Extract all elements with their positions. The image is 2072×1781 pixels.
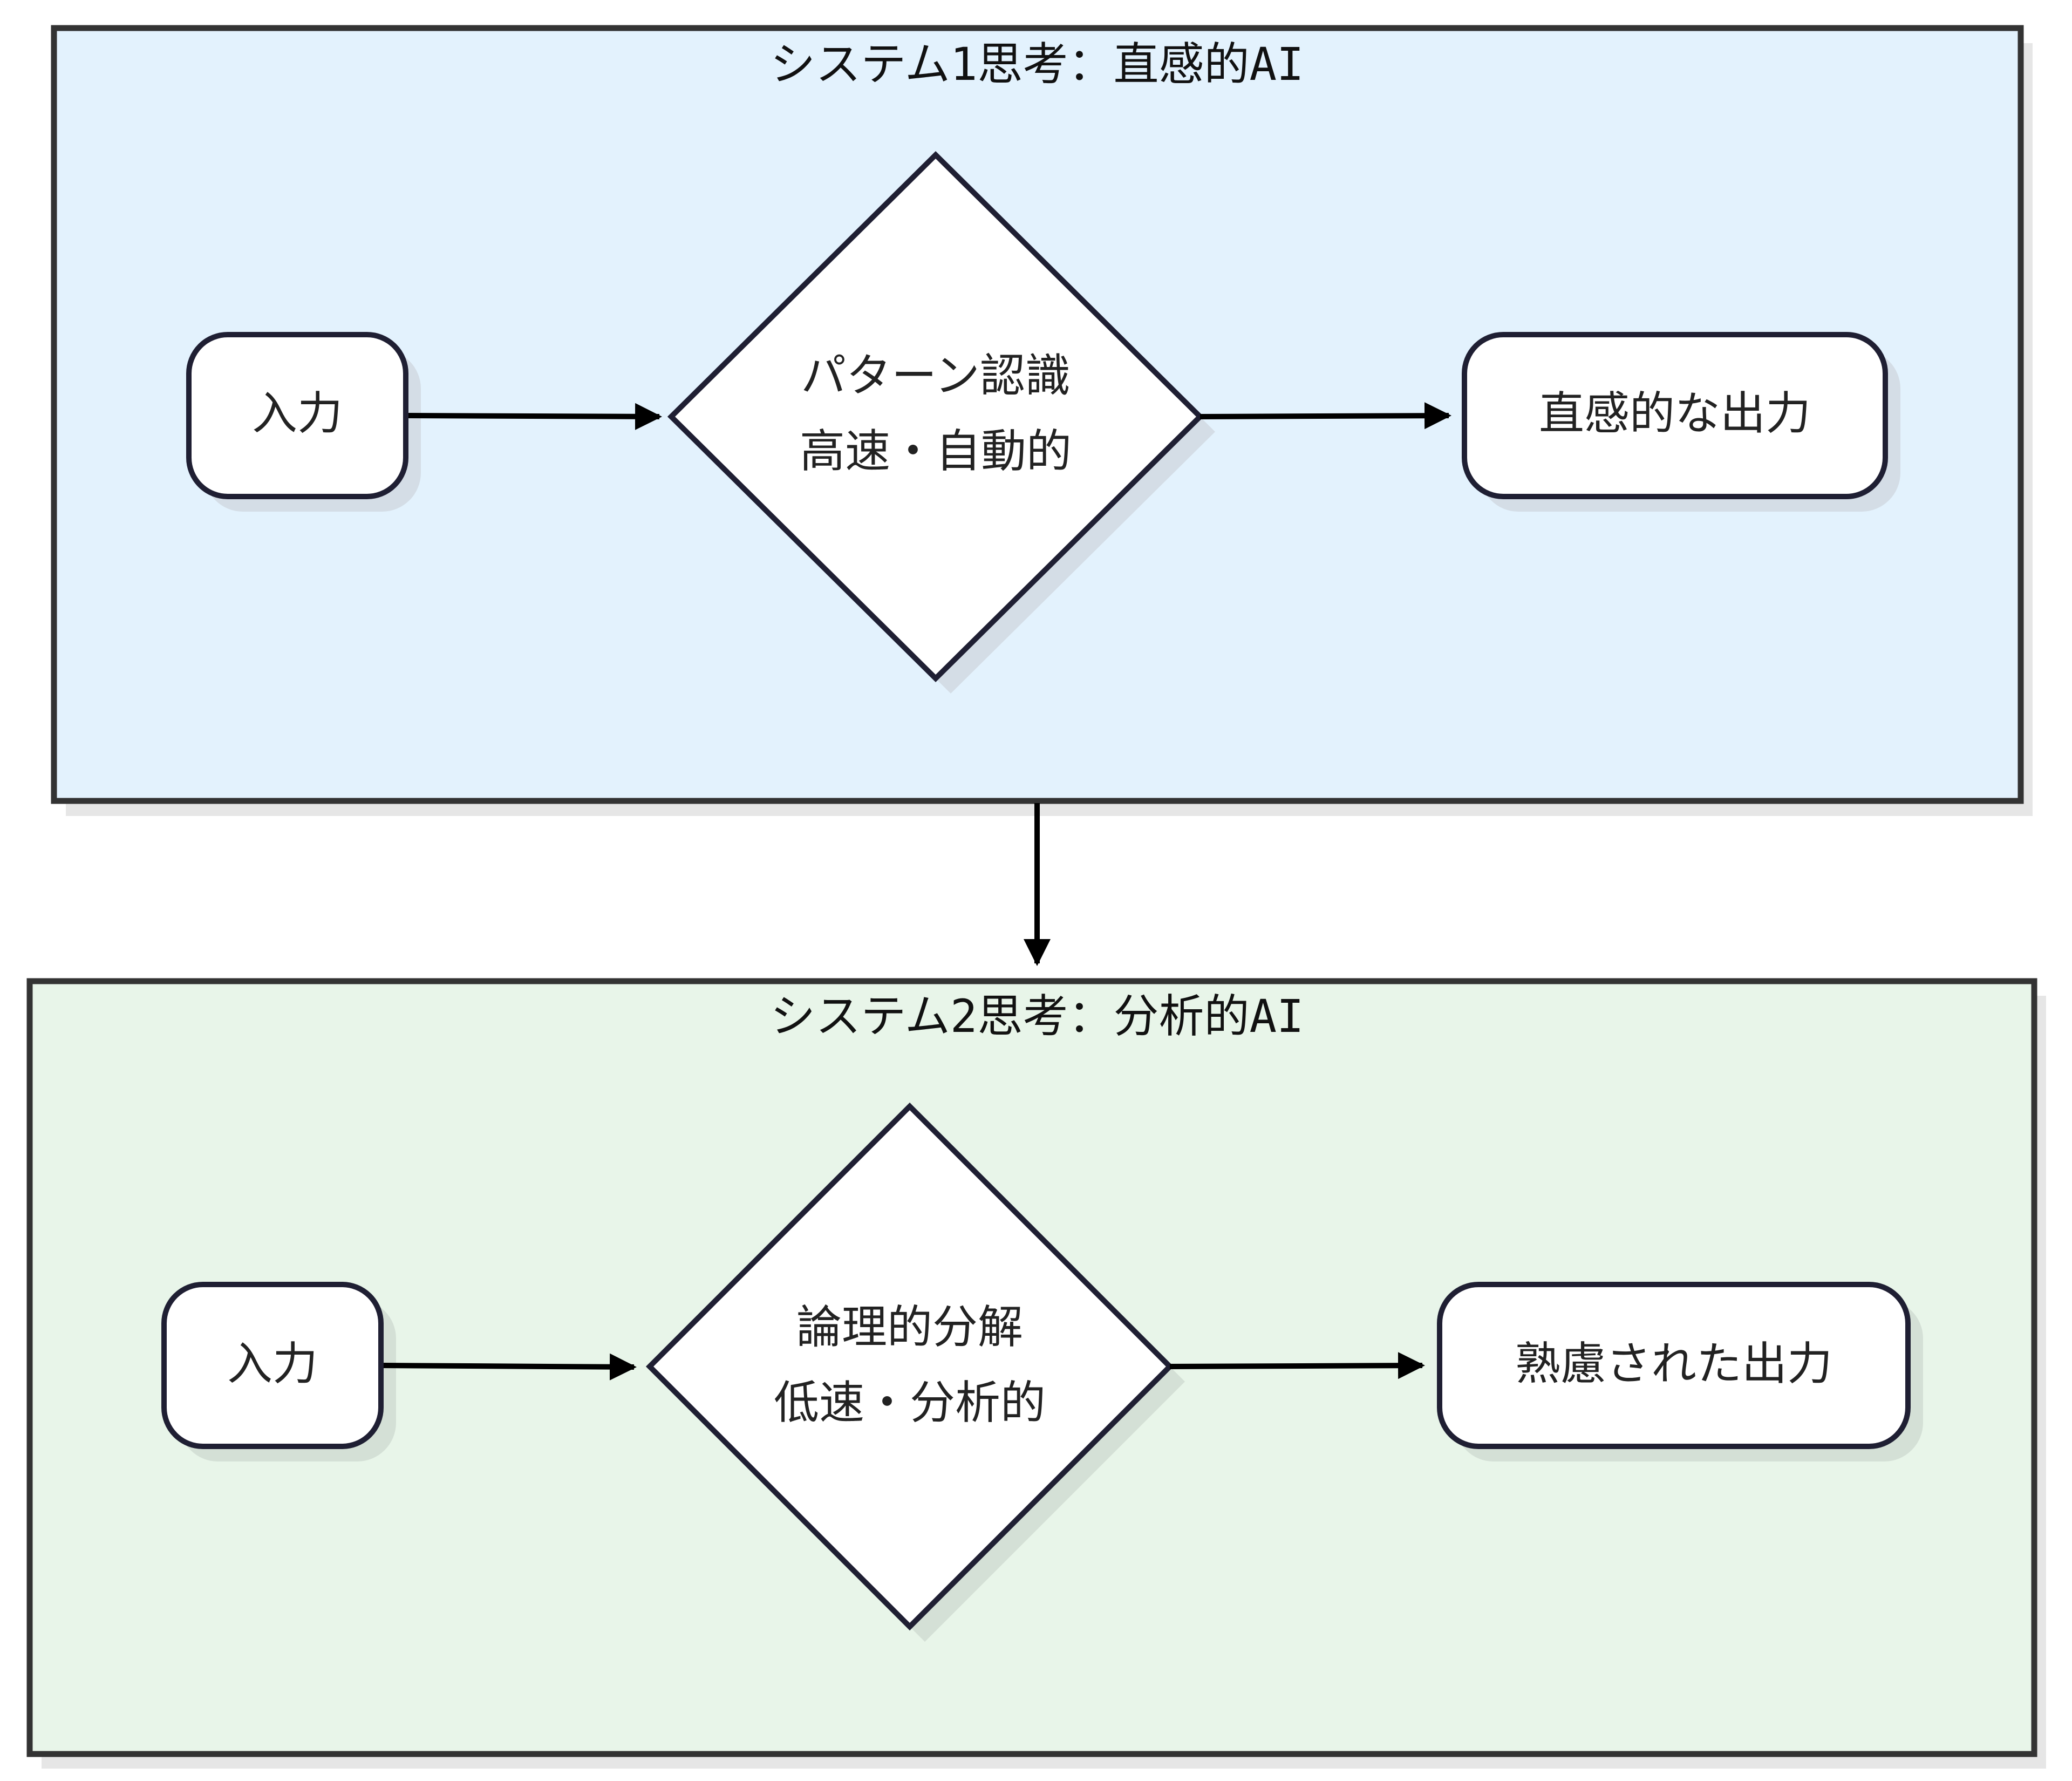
system1-title: システム1思考：直感的AI bbox=[770, 38, 1304, 91]
system2-process-node[interactable] bbox=[645, 1102, 1174, 1631]
system1-input-label: 入力 bbox=[252, 387, 343, 440]
system1-arrow-process-to-output bbox=[1199, 402, 1451, 430]
system2-process-label-line1: 論理的分解 bbox=[796, 1301, 1023, 1354]
system1-process-node[interactable] bbox=[667, 151, 1204, 683]
system2-arrow-input-to-process bbox=[383, 1353, 637, 1381]
system2-input-label: 入力 bbox=[227, 1337, 318, 1390]
system1-input-node[interactable] bbox=[186, 332, 408, 499]
system1-group: システム1思考：直感的AI 入力 パターン認識 高速・自動的 直感的な出力 bbox=[51, 25, 2033, 816]
system2-output-label: 熟慮された出力 bbox=[1515, 1337, 1832, 1390]
system1-process-label-line2: 高速・自動的 bbox=[800, 425, 1072, 478]
system2-process-label-line2: 低速・分析的 bbox=[774, 1376, 1046, 1429]
system2-title: システム2思考：分析的AI bbox=[770, 990, 1304, 1043]
system2-arrow-process-to-output bbox=[1169, 1352, 1425, 1379]
system2-group: システム2思考：分析的AI 入力 論理的分解 低速・分析的 熟慮された出力 bbox=[26, 978, 2046, 1769]
system1-output-label: 直感的な出力 bbox=[1539, 387, 1811, 440]
system2-input-node[interactable] bbox=[161, 1282, 384, 1449]
system1-process-label-line1: パターン認識 bbox=[801, 349, 1071, 402]
system2-output-node[interactable] bbox=[1437, 1282, 1911, 1449]
system1-arrow-input-to-process bbox=[408, 403, 662, 430]
system1-output-node[interactable] bbox=[1462, 332, 1888, 499]
